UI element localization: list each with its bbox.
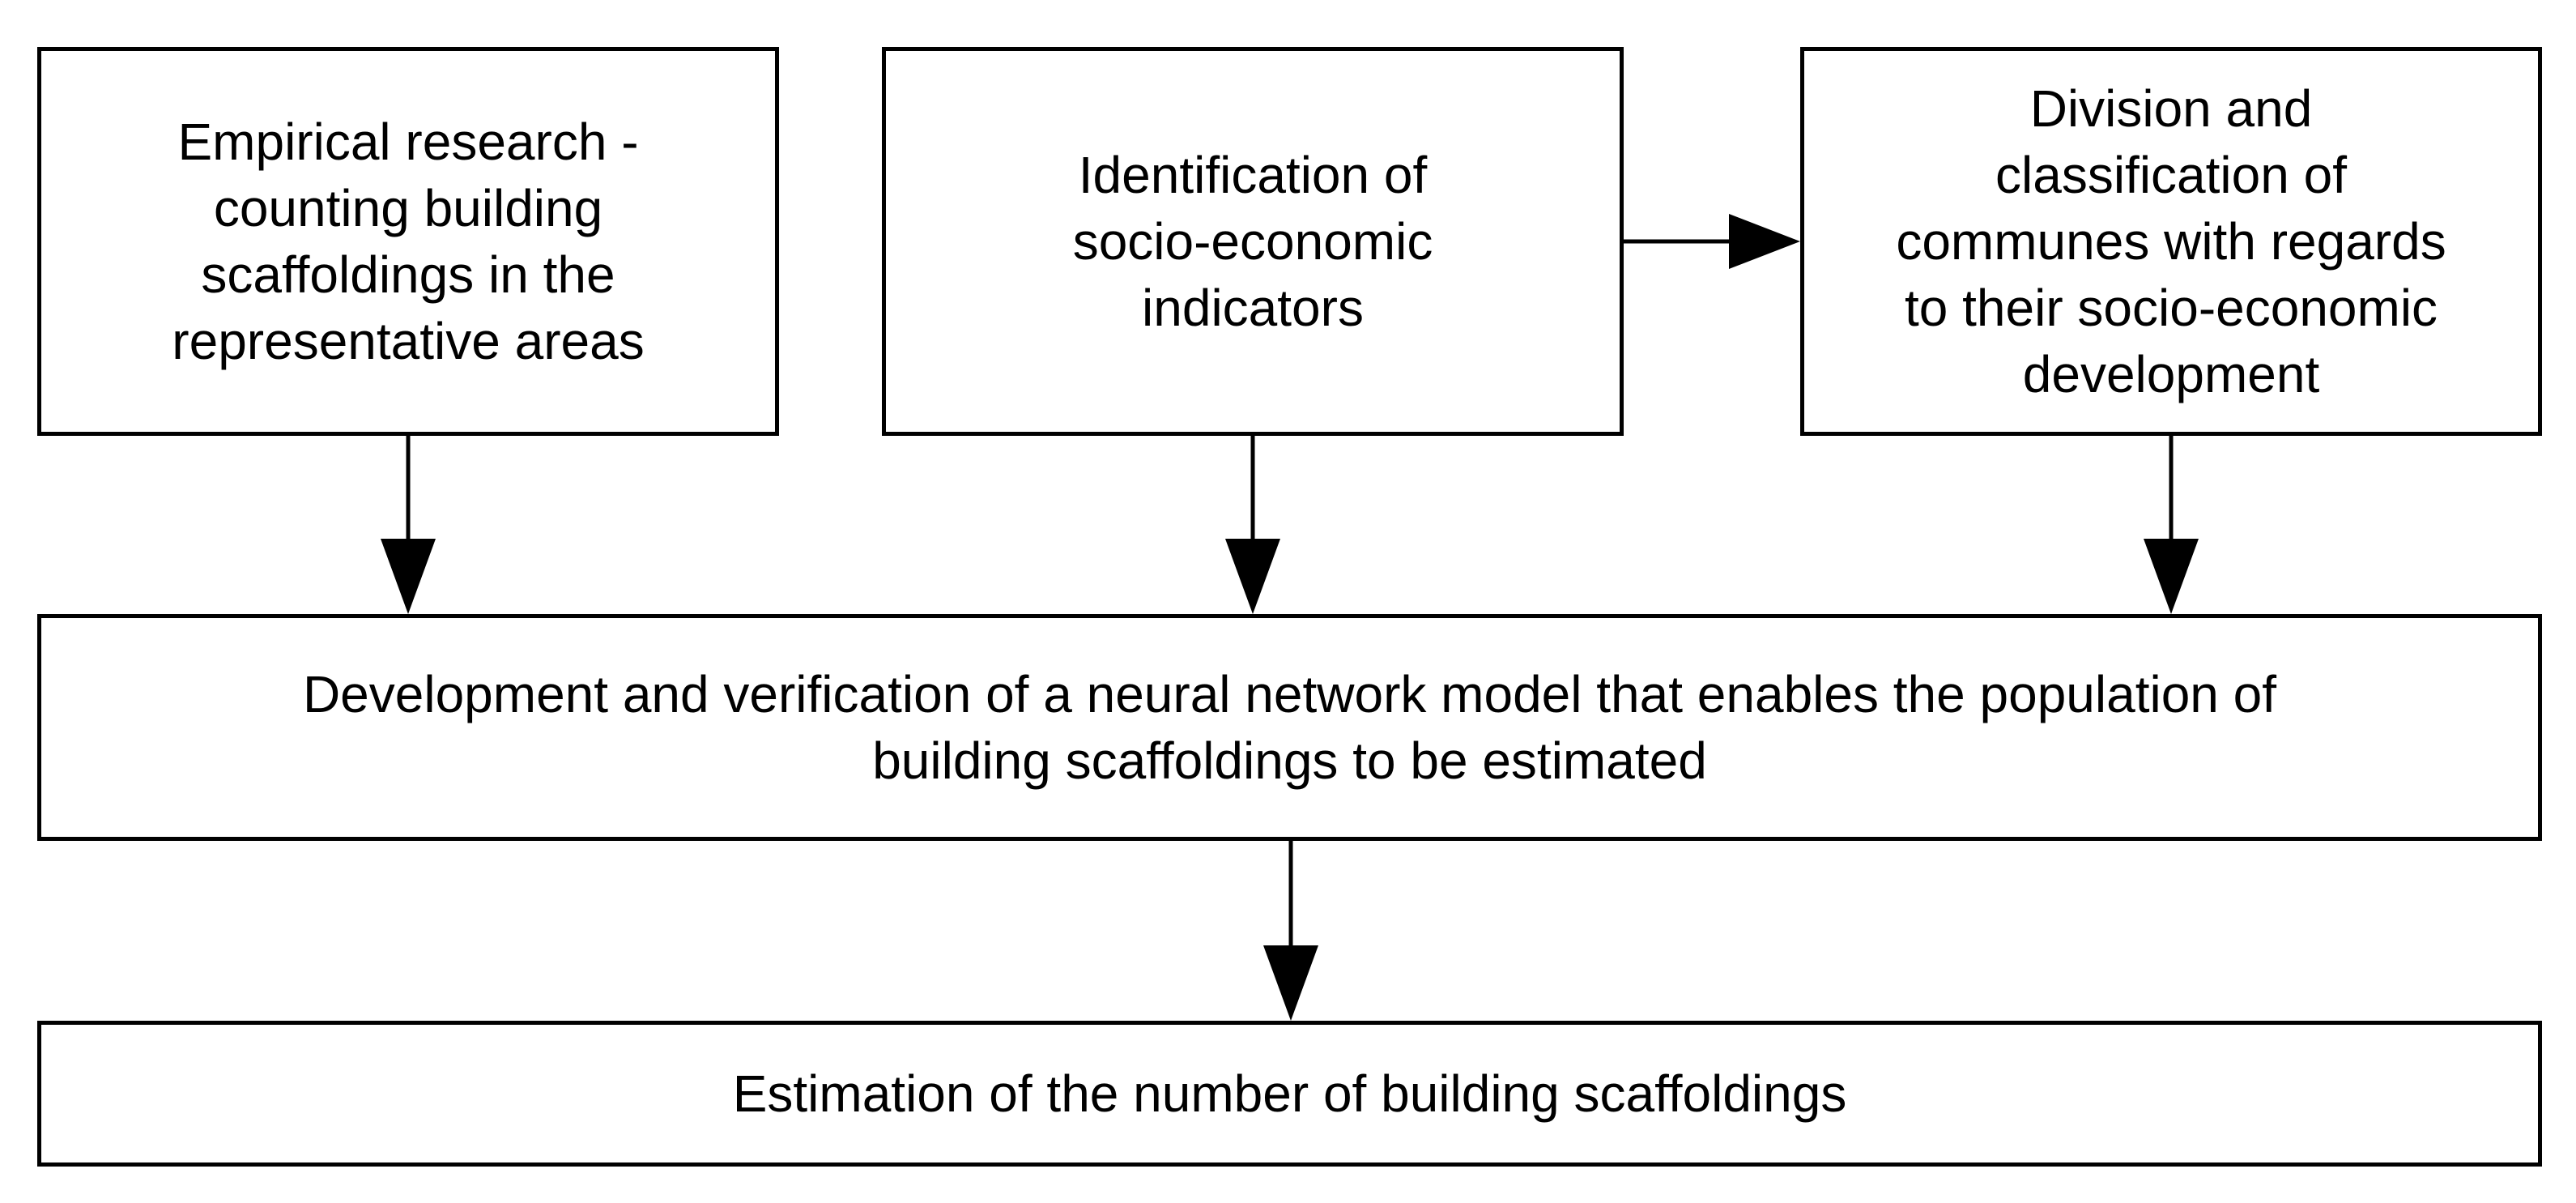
arrow-empirical-to-model <box>381 436 436 614</box>
node-empirical-research: Empirical research - counting building s… <box>37 47 779 436</box>
arrow-model-to-estimation <box>1263 841 1318 1021</box>
node-estimation: Estimation of the number of building sca… <box>37 1021 2542 1167</box>
node-identification-indicators-label: Identification of socio-economic indicat… <box>1072 146 1433 337</box>
arrow-indicators-to-division <box>1624 214 1800 269</box>
node-estimation-label: Estimation of the number of building sca… <box>732 1064 1847 1123</box>
node-division-classification-label: Division and classification of communes … <box>1896 79 2446 403</box>
arrow-indicators-to-model <box>1225 436 1280 614</box>
node-neural-network-model-label: Development and verification of a neural… <box>302 665 2277 790</box>
arrow-division-to-model <box>2144 436 2199 614</box>
node-identification-indicators: Identification of socio-economic indicat… <box>882 47 1624 436</box>
node-division-classification: Division and classification of communes … <box>1800 47 2542 436</box>
node-empirical-research-label: Empirical research - counting building s… <box>172 113 645 370</box>
node-neural-network-model: Development and verification of a neural… <box>37 614 2542 841</box>
